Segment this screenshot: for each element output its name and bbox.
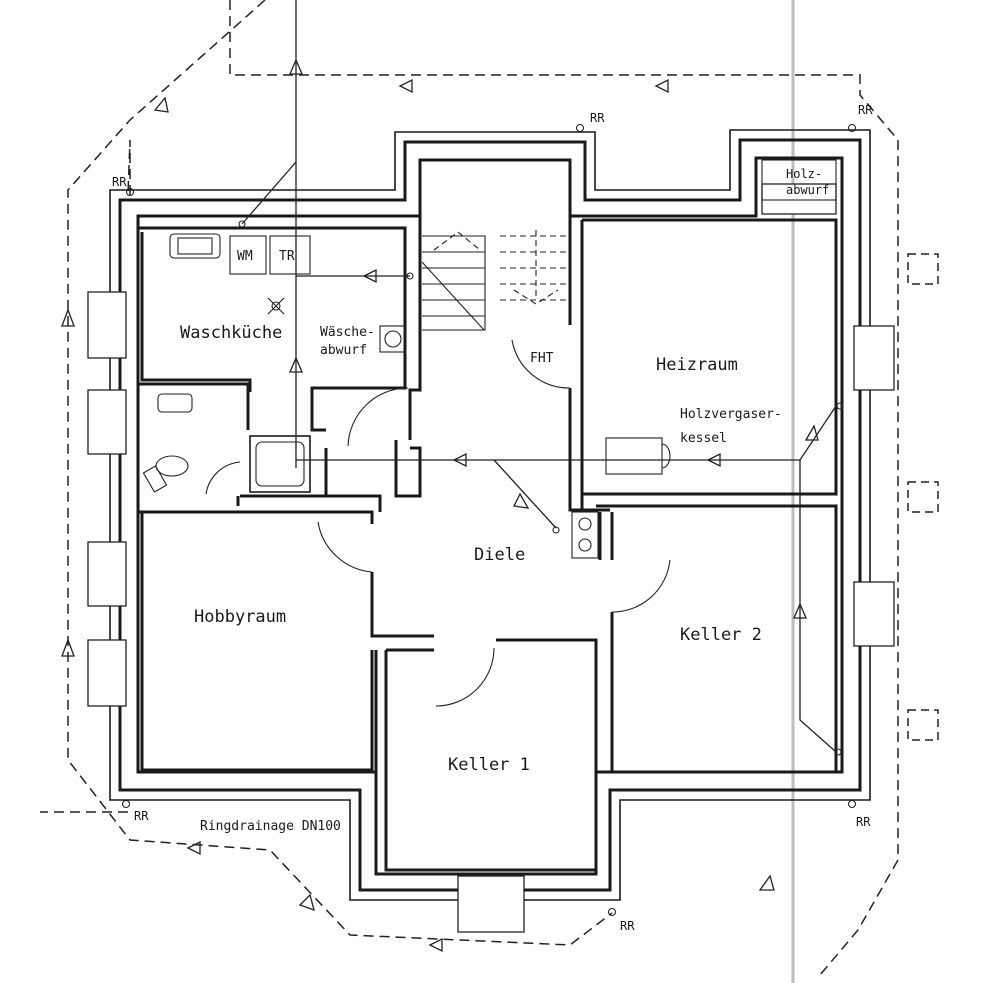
pipes (238, 0, 844, 756)
label-holzvergaser-2: kessel (680, 431, 727, 446)
room-label-diele: Diele (474, 545, 525, 565)
drainage-arrows (61, 78, 775, 953)
windows (87, 183, 895, 933)
label-fht: FHT (530, 351, 554, 366)
label-waescheabwurf-2: abwurf (320, 343, 367, 358)
room-labels: Waschküche Heizraum Diele Hobbyraum Kell… (180, 323, 762, 775)
room-label-keller1: Keller 1 (448, 755, 530, 775)
room-label-heizraum: Heizraum (656, 355, 738, 375)
label-tr: TR (279, 249, 295, 264)
label-holzabwurf-2: abwurf (786, 183, 829, 197)
label-holzvergaser-1: Holzvergaser- (680, 407, 782, 422)
room-label-keller2: Keller 2 (680, 625, 762, 645)
label-waescheabwurf-1: Wäsche- (320, 325, 375, 340)
label-rr-bottom-center: RR (620, 919, 635, 933)
label-ringdrainage: Ringdrainage DN100 (200, 819, 341, 834)
fixtures (142, 159, 837, 559)
label-rr-bottom-right: RR (856, 815, 871, 829)
annotation-labels: Holzvergaser- kessel Wäsche- abwurf Holz… (112, 103, 873, 933)
room-label-hobbyraum: Hobbyraum (194, 607, 286, 627)
label-rr-bottom-left: RR (134, 809, 149, 823)
label-wm: WM (237, 249, 253, 264)
outer-walls (109, 129, 871, 901)
label-rr-top-right: RR (858, 103, 873, 117)
room-label-waschkueche: Waschküche (180, 323, 282, 343)
rr-points (121, 123, 857, 917)
label-holzabwurf-1: Holz- (786, 167, 822, 181)
interior-walls (138, 160, 838, 872)
doors (205, 339, 671, 707)
margin-marks (907, 253, 939, 741)
label-rr-top-left: RR (112, 175, 127, 189)
ring-drainage (40, 0, 899, 976)
label-rr-top-center: RR (590, 111, 605, 125)
staircase (421, 230, 566, 331)
